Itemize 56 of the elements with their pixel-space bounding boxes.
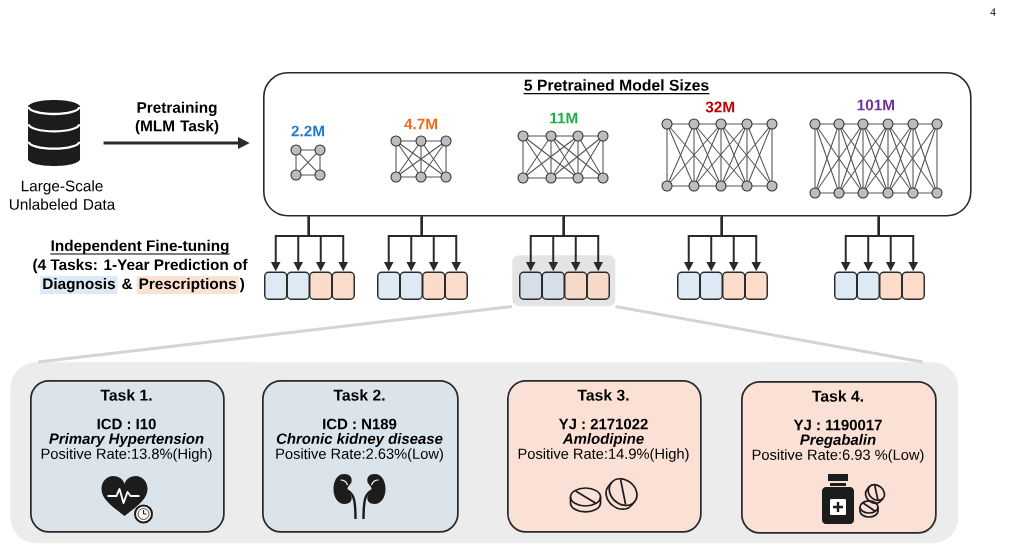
size-label: 101M — [857, 99, 894, 111]
node-label: Task 2. — [333, 389, 385, 401]
size-label: 32M — [705, 101, 735, 113]
task-box — [901, 271, 925, 300]
page-number: 4 — [990, 8, 996, 16]
task-box — [699, 271, 723, 300]
node-label: ICD : N189 — [323, 418, 397, 430]
node-label: Positive Rate:2.63%(Low) — [276, 448, 443, 462]
node-label: YJ : 2171022 — [558, 418, 648, 430]
task-box — [744, 271, 768, 300]
size-label: 2.2M — [291, 125, 325, 137]
task-box — [264, 271, 288, 300]
node-label: Task 4. — [812, 390, 863, 402]
task-box — [879, 271, 903, 300]
node-label: Primary Hypertension — [49, 433, 204, 447]
task-box — [677, 271, 701, 300]
task-box — [722, 271, 746, 300]
highlighted-term: Prescriptions — [136, 275, 239, 295]
caption-text: (4 Tasks: 1-Year Prediction of — [33, 258, 248, 274]
task-box — [309, 271, 333, 300]
caption-text: ) — [239, 277, 245, 293]
edge-label: Pretraining (MLM Task) — [135, 101, 219, 135]
node-label: Chronic kidney disease — [276, 433, 443, 447]
node-label: Task 3. — [577, 389, 629, 401]
task-box — [399, 271, 423, 300]
node-label: YJ : 1190017 — [793, 419, 882, 431]
node-label: Amlodipine — [562, 433, 644, 447]
task-box — [422, 271, 446, 300]
task-box — [444, 271, 468, 300]
task-box — [586, 271, 610, 300]
task-box — [564, 271, 588, 300]
task-card: Task 1. ICD : I10 Primary Hypertension Positive Rate:13.8%(High) — [30, 380, 225, 533]
task-box — [377, 271, 401, 300]
node-label: Pregabalin — [800, 434, 876, 448]
node-label: Task 1. — [100, 389, 152, 401]
node-label: Positive Rate:14.9%(High) — [518, 448, 689, 462]
size-label: 11M — [550, 112, 578, 124]
task-box — [331, 271, 355, 300]
size-label: 4.7M — [404, 118, 438, 130]
zoom-line — [615, 305, 923, 364]
task-box — [856, 271, 880, 300]
zoom-line — [37, 305, 513, 364]
highlighted-term: Diagnosis — [40, 275, 118, 295]
node-caption: Large-Scale Unlabeled Data — [9, 180, 116, 210]
node-label: Positive Rate:6.93 %(Low) — [752, 449, 924, 463]
node-label: Positive Rate:13.8%(High) — [41, 448, 212, 462]
node-label: ICD : I10 — [97, 418, 156, 430]
task-box — [519, 271, 543, 300]
task-card: Task 3. YJ : 2171022 Amlodipine Positive Rate:14.9%(High) — [507, 380, 702, 533]
task-card: Task 2. ICD : N189 Chronic kidney disease Positive Rate:2.63%(Low) — [262, 380, 459, 533]
task-box — [541, 271, 565, 300]
section-heading: Independent Fine-tuning — [49, 239, 231, 255]
task-card: Task 4. YJ : 1190017 Pregabalin Positive Rate:6.93 %(Low) — [741, 381, 937, 534]
task-box — [834, 271, 858, 300]
caption-text: & — [122, 278, 133, 290]
task-box — [286, 271, 310, 300]
